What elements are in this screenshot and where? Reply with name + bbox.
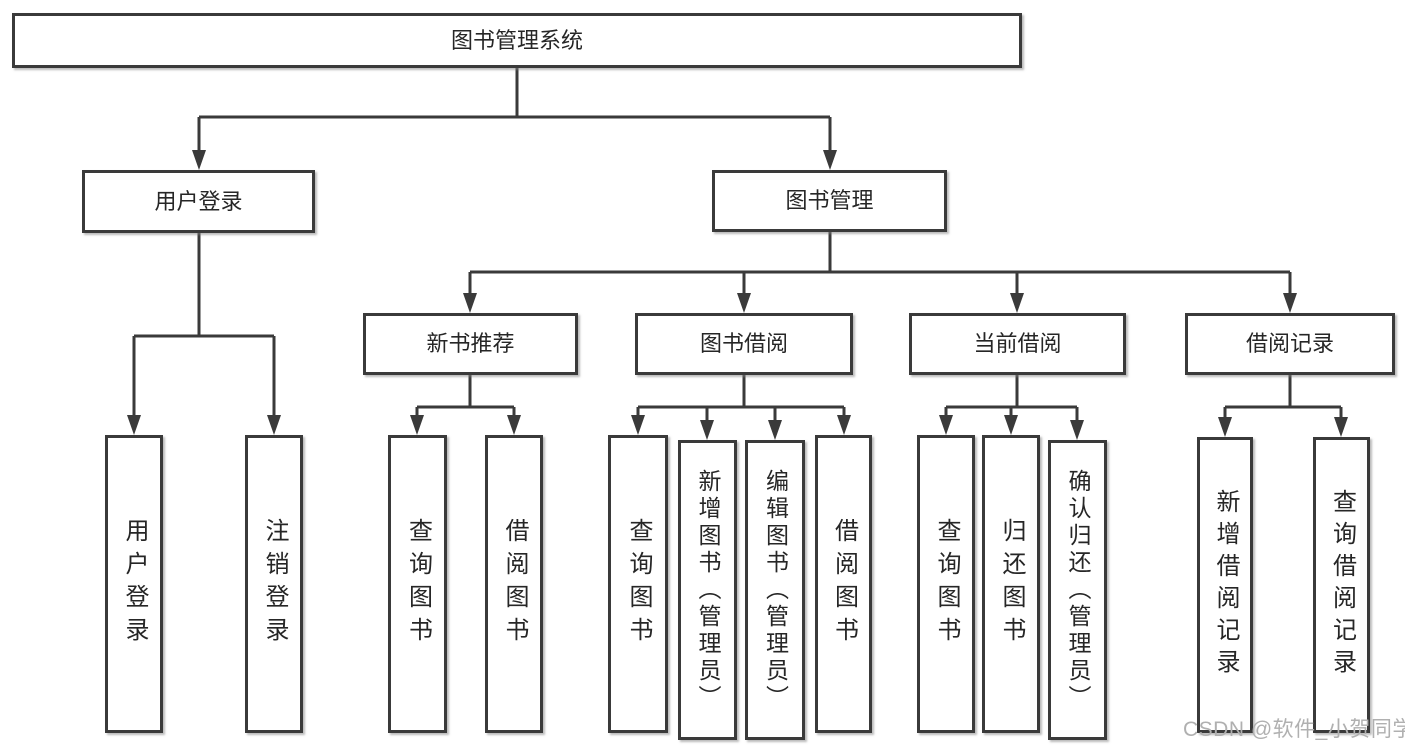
node-borrowing-records: 借阅记录 <box>1185 313 1395 375</box>
node-confirm-return-admin: 确认归还（管理员） <box>1048 440 1107 740</box>
node-return-books: 归还图书 <box>982 435 1040 733</box>
csdn-watermark: CSDN @软件_小贺同学 <box>1183 718 1405 741</box>
node-current-borrowing: 当前借阅 <box>909 313 1126 375</box>
arrowheads <box>127 150 1348 440</box>
node-add-books-admin: 新增图书（管理员） <box>678 440 737 740</box>
node-book-borrowing: 图书借阅 <box>635 313 853 375</box>
node-borrow-books-borrowing: 借阅图书 <box>815 435 872 733</box>
node-borrow-books-recommend: 借阅图书 <box>485 435 543 733</box>
node-query-borrow-record: 查询借阅记录 <box>1313 437 1370 733</box>
node-user-login-leaf: 用户登录 <box>105 435 163 733</box>
node-user-login: 用户登录 <box>82 170 315 233</box>
node-book-management: 图书管理 <box>712 170 947 232</box>
node-edit-books-admin: 编辑图书（管理员） <box>745 440 805 740</box>
node-logout: 注销登录 <box>245 435 303 733</box>
node-library-management-system: 图书管理系统 <box>12 13 1022 68</box>
node-add-borrow-record: 新增借阅记录 <box>1197 437 1253 733</box>
node-query-books-borrowing: 查询图书 <box>608 435 668 733</box>
node-query-books-current: 查询图书 <box>917 435 975 733</box>
node-query-books-recommend: 查询图书 <box>388 435 447 733</box>
node-new-book-recommendation: 新书推荐 <box>363 313 578 375</box>
